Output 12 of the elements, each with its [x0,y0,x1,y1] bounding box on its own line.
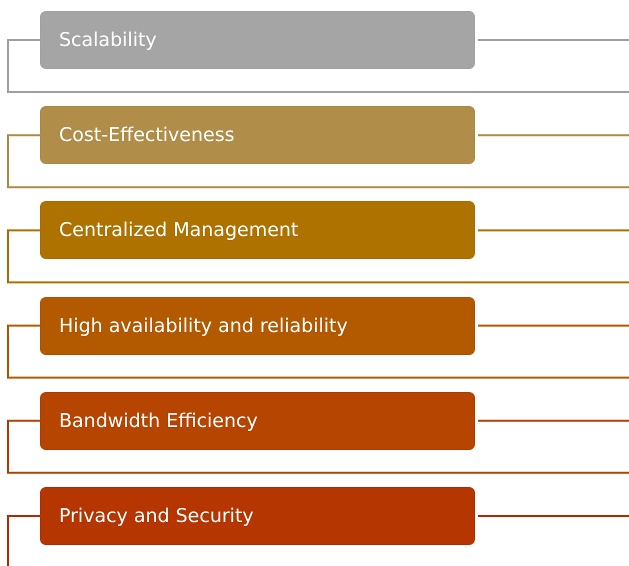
item-label: Bandwidth Efficiency [59,410,258,432]
list-item-box [40,11,475,69]
item-label: Privacy and Security [59,505,254,527]
item-label: Centralized Management [59,219,298,242]
list-item-box [40,487,475,545]
item-label: Cost-Effectiveness [59,124,235,146]
list-item-box [40,392,475,450]
item-label: Scalability [59,29,157,51]
list-item-box [40,201,475,260]
list-item-box [40,106,475,164]
list-item-box [40,296,475,355]
item-label: High availability and reliability [59,314,348,337]
